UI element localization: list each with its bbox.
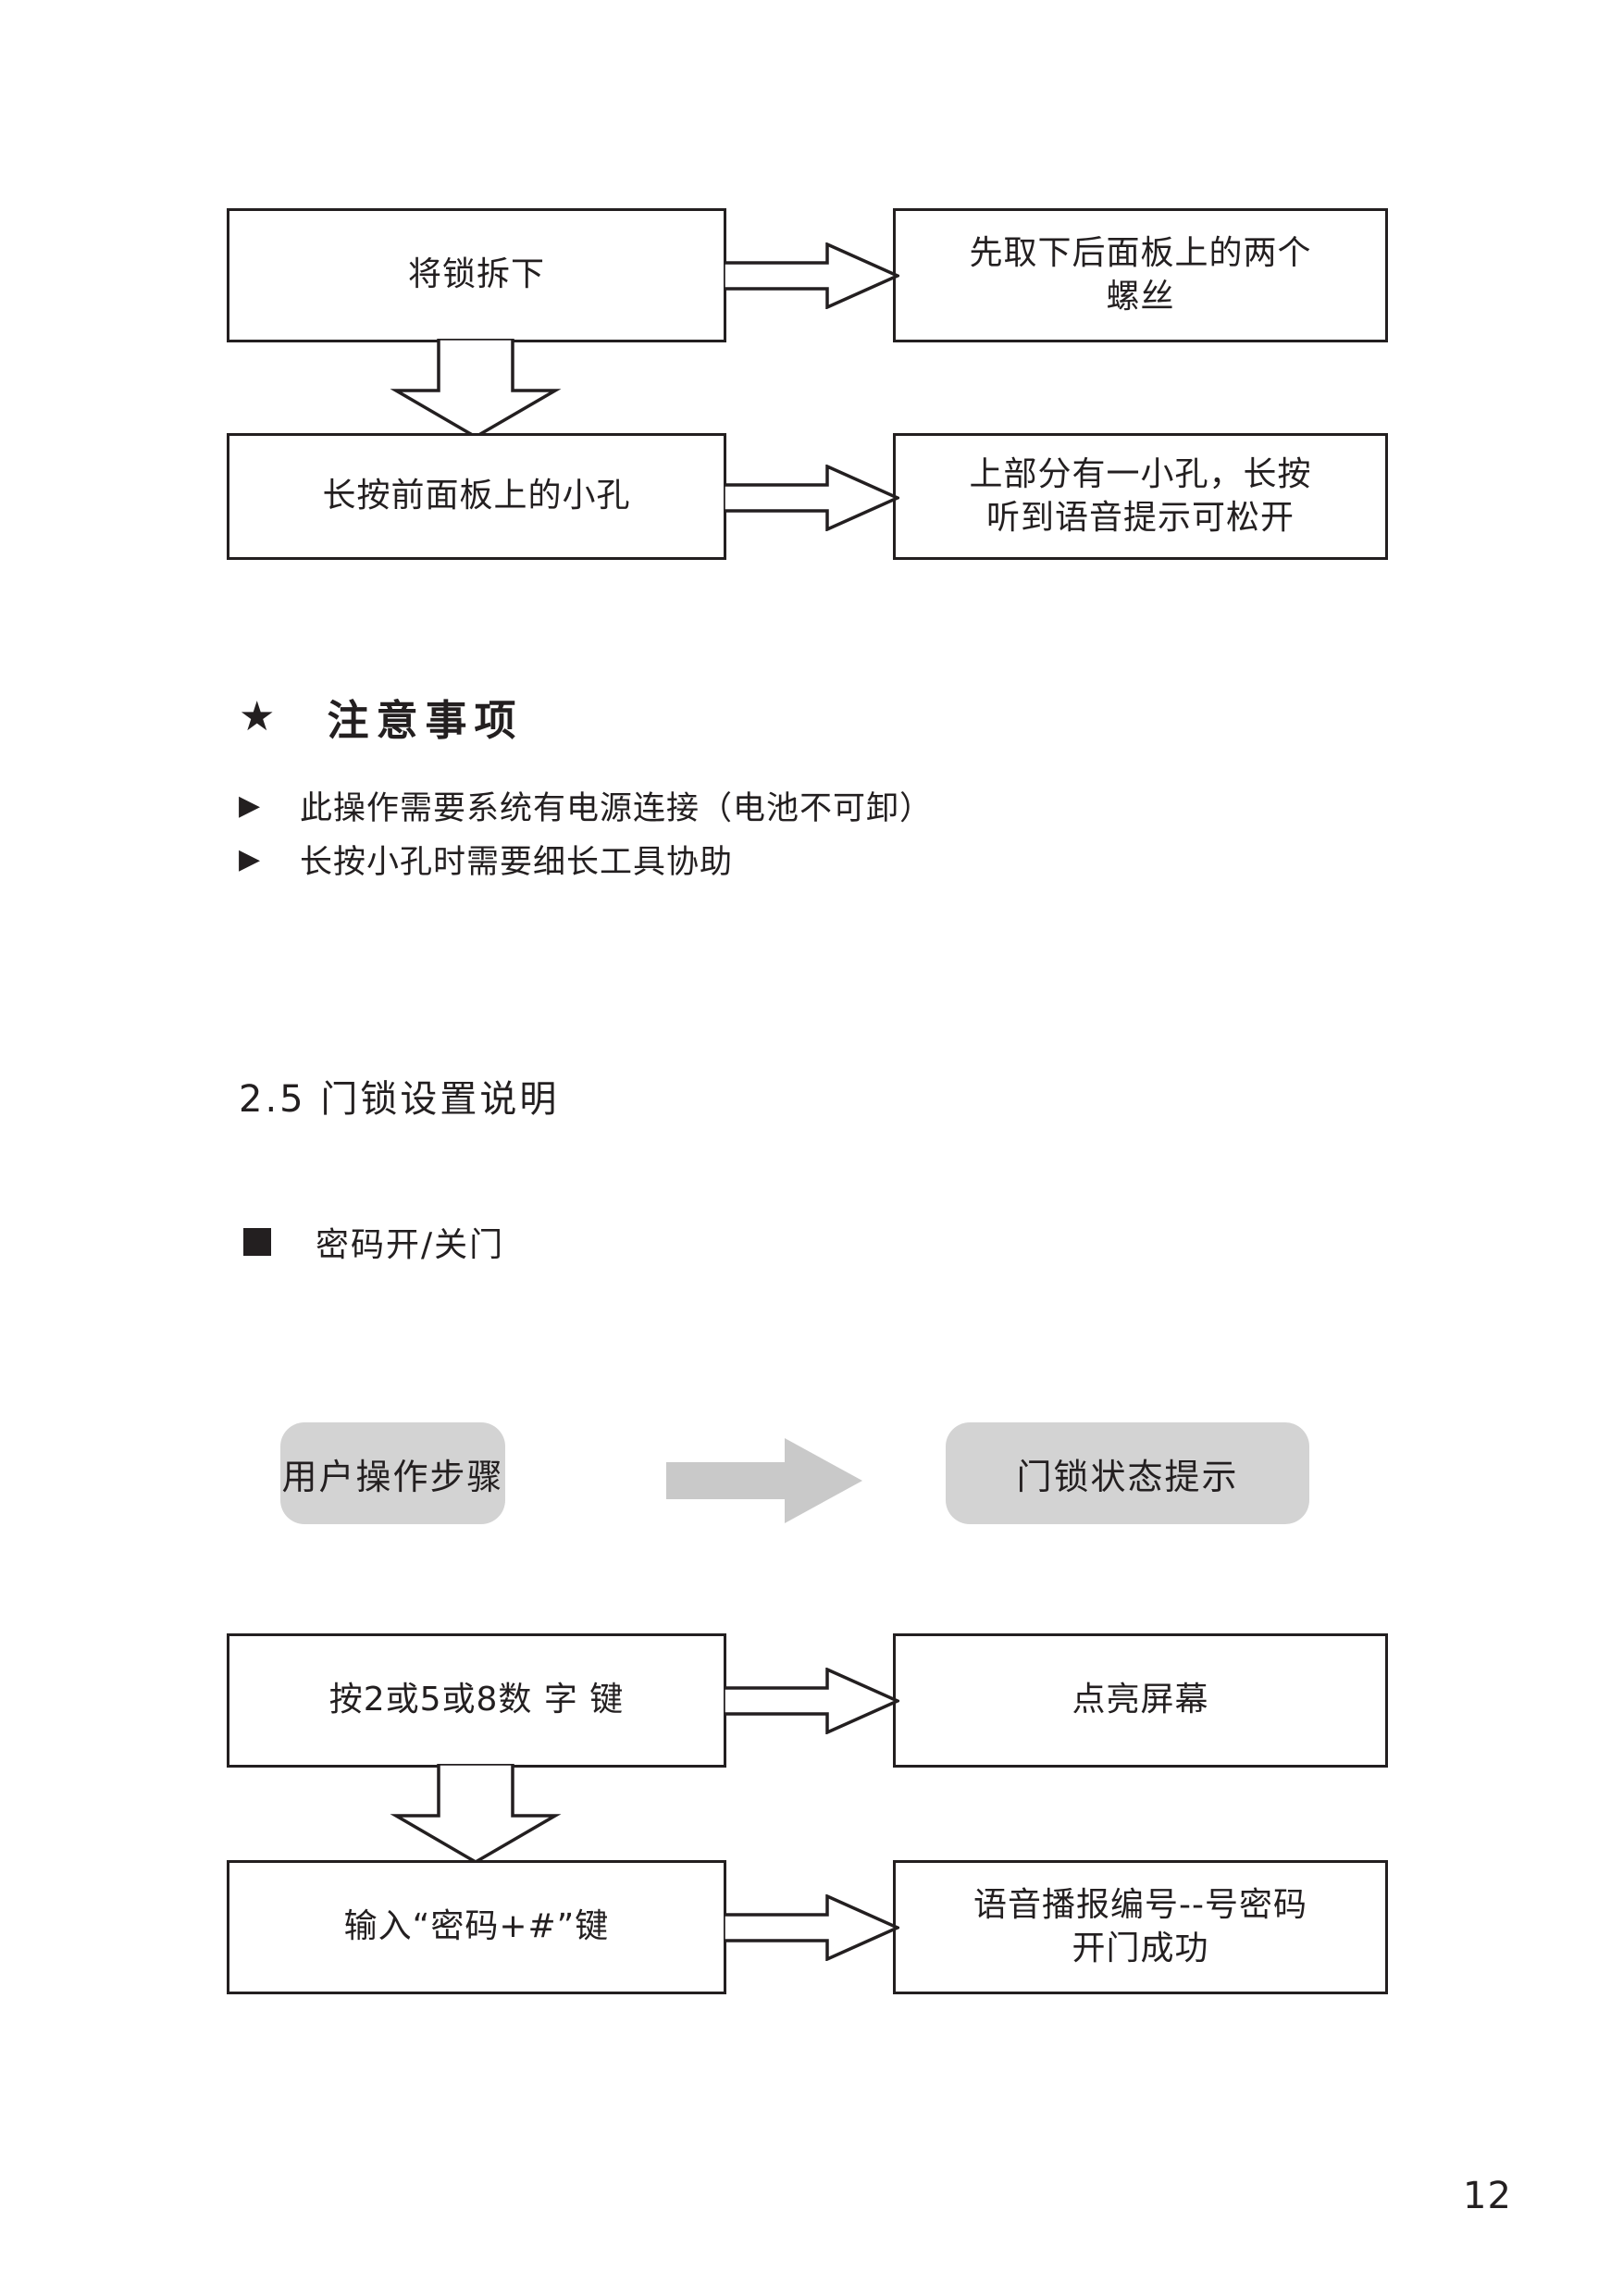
- flow2-node-step1-label: 按2或5或8数 字 键: [328, 1681, 625, 1719]
- flow2-node-result2-line1: 语音播报编号--号密码: [973, 1886, 1307, 1925]
- block-arrow-right-4: [724, 1894, 899, 1961]
- flow-node-step1-label: 将锁拆下: [407, 255, 545, 294]
- flow2-node-result1-label: 点亮屏幕: [1072, 1681, 1209, 1719]
- block-arrow-down-1: [390, 339, 562, 440]
- legend-pill-right-label: 门锁状态提示: [1016, 1456, 1239, 1497]
- grey-arrow-right-icon: [666, 1438, 862, 1523]
- block-arrow-right-2: [724, 465, 899, 531]
- flow-node-result1-line2: 螺丝: [1106, 277, 1175, 316]
- flow2-node-result1: 点亮屏幕: [893, 1633, 1388, 1768]
- flow-node-result1-line1: 先取下后面板上的两个: [969, 234, 1312, 273]
- block-arrow-right-3: [724, 1668, 899, 1734]
- flow-node-result2: 上部分有一小孔，长按 听到语音提示可松开: [893, 433, 1388, 560]
- legend-pill-right: 门锁状态提示: [946, 1422, 1309, 1524]
- notice-item-2-label: 长按小孔时需要细长工具协助: [300, 844, 734, 881]
- page-number-label: 12: [1463, 2175, 1512, 2217]
- page-number: 12: [1463, 2175, 1512, 2217]
- flow-node-result1: 先取下后面板上的两个 螺丝: [893, 208, 1388, 342]
- block-arrow-right-1: [724, 242, 899, 309]
- flow-node-step2: 长按前面板上的小孔: [227, 433, 726, 560]
- flow2-node-result2: 语音播报编号--号密码 开门成功: [893, 1860, 1388, 1994]
- notice-heading: ★ 注意事项: [239, 687, 523, 747]
- flow-node-step2-label: 长按前面板上的小孔: [322, 477, 631, 515]
- notice-heading-label: 注意事项: [327, 696, 524, 745]
- triangle-right-icon: ▶: [239, 789, 262, 822]
- flow-node-result2-line2: 听到语音提示可松开: [985, 498, 1295, 537]
- legend-pill-left: 用户操作步骤: [280, 1422, 505, 1524]
- flow-node-step1: 将锁拆下: [227, 208, 726, 342]
- subsection-heading-label: 密码开/关门: [316, 1226, 505, 1264]
- filled-square-icon: [243, 1228, 271, 1256]
- flow2-node-step2-label: 输入“密码+#”键: [343, 1907, 610, 1946]
- flow-node-result2-line1: 上部分有一小孔，长按: [969, 455, 1312, 494]
- section-heading-label: 2.5 门锁设置说明: [239, 1078, 560, 1121]
- section-heading: 2.5 门锁设置说明: [239, 1069, 559, 1123]
- notice-item-1-label: 此操作需要系统有电源连接（电池不可卸）: [300, 790, 934, 827]
- flow2-node-result2-line2: 开门成功: [1072, 1929, 1209, 1967]
- triangle-right-icon: ▶: [239, 843, 262, 875]
- block-arrow-down-2: [390, 1764, 562, 1865]
- flow2-node-step1: 按2或5或8数 字 键: [227, 1633, 726, 1768]
- legend-pill-left-label: 用户操作步骤: [281, 1456, 504, 1497]
- notice-item-1: ▶ 此操作需要系统有电源连接（电池不可卸）: [239, 782, 933, 829]
- subsection-heading: 密码开/关门: [243, 1218, 504, 1266]
- notice-item-2: ▶ 长按小孔时需要细长工具协助: [239, 836, 733, 883]
- flow2-node-step2: 输入“密码+#”键: [227, 1860, 726, 1994]
- star-icon: ★: [239, 692, 283, 740]
